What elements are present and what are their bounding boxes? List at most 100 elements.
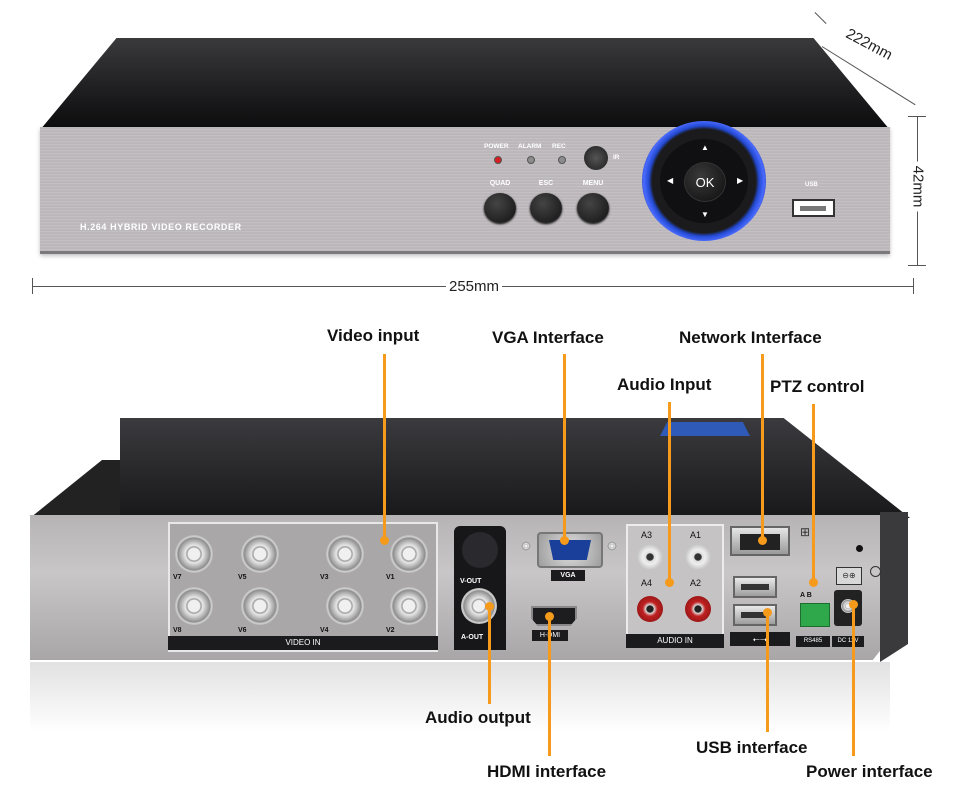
audio-label-a3: A3: [641, 530, 653, 540]
video-label-v7: V7: [173, 574, 182, 581]
callout-line-audio-output: [488, 606, 491, 704]
callout-dot-vga: [560, 536, 569, 545]
height-tick-top: [908, 116, 926, 117]
width-tick-left: [32, 278, 33, 294]
width-tick-right: [913, 278, 914, 294]
quad-button-label: QUAD: [489, 180, 511, 187]
callout-line-network: [761, 354, 764, 540]
callout-power-interface: Power interface: [806, 762, 933, 781]
depth-tick-start: [814, 11, 827, 25]
quad-button[interactable]: [484, 193, 516, 223]
callout-dot-audio-input: [665, 578, 674, 587]
bnc-connector-v6[interactable]: [241, 587, 279, 625]
video-label-v3: V3: [320, 574, 329, 581]
rec-led-icon: [558, 156, 566, 164]
arrow-right-icon[interactable]: ▶: [737, 176, 744, 185]
power-led-icon: [494, 156, 502, 164]
audio-label-a2: A2: [690, 578, 702, 588]
callout-dot-video-input: [380, 536, 389, 545]
bnc-connector-v1[interactable]: [390, 535, 428, 573]
callout-line-usb: [766, 612, 769, 732]
video-label-v5: V5: [238, 574, 247, 581]
bnc-connector-v8[interactable]: [175, 587, 213, 625]
indicator-rec-label: REC: [552, 143, 566, 150]
alarm-led-icon: [527, 156, 535, 164]
callout-dot-power: [849, 600, 858, 609]
a-out-label: A-OUT: [461, 634, 484, 641]
ground-symbol-icon: [870, 566, 881, 577]
height-dimension-text: 42mm: [909, 161, 927, 212]
back-dvr-top-cover: [120, 418, 910, 518]
rca-connector-a2[interactable]: [685, 596, 711, 622]
callout-hdmi-interface: HDMI interface: [487, 762, 607, 781]
bnc-connector-v2[interactable]: [390, 587, 428, 625]
indicator-power-label: POWER: [484, 143, 509, 150]
back-usb-port-1[interactable]: [733, 576, 777, 598]
audio-label-a4: A4: [641, 578, 653, 588]
arrow-up-icon[interactable]: ▲: [701, 143, 709, 152]
rca-connector-a1[interactable]: [685, 544, 711, 570]
rca-connector-a4[interactable]: [637, 596, 663, 622]
video-label-v6: V6: [238, 627, 247, 634]
esc-button[interactable]: [530, 193, 562, 223]
front-usb-label: USB: [805, 182, 818, 188]
usb-symbol-icon: ⭠⭢: [730, 632, 790, 646]
bnc-connector-v5[interactable]: [241, 535, 279, 573]
front-usb-port[interactable]: [792, 199, 835, 217]
v-out-connector[interactable]: [462, 532, 498, 568]
video-label-v1: V1: [386, 574, 395, 581]
hdmi-port[interactable]: [531, 606, 577, 626]
audio-input-panel: [626, 524, 724, 648]
esc-button-label: ESC: [538, 180, 554, 187]
vga-screw-right-icon: [607, 541, 617, 551]
back-blue-label: [660, 422, 750, 436]
callout-dot-hdmi: [545, 612, 554, 621]
ground-screw-icon: [856, 545, 863, 552]
callout-line-ptz: [812, 404, 815, 582]
video-label-v4: V4: [320, 627, 329, 634]
callout-dot-usb: [763, 608, 772, 617]
callout-line-power: [852, 604, 855, 756]
ptz-ab-label: A B: [800, 592, 812, 599]
callout-line-vga: [563, 354, 566, 540]
audio-label-a1: A1: [690, 530, 702, 540]
video-in-label: VIDEO IN: [168, 636, 438, 650]
arrow-down-icon[interactable]: ▼: [701, 210, 709, 219]
dc-polarity-icon: ⊖⊕: [836, 567, 862, 585]
bnc-connector-v4[interactable]: [326, 587, 364, 625]
ir-label: IR: [613, 154, 620, 161]
callout-dot-audio-output: [485, 602, 494, 611]
rca-connector-a3[interactable]: [637, 544, 663, 570]
menu-button[interactable]: [577, 193, 609, 223]
bnc-connector-v3[interactable]: [326, 535, 364, 573]
ok-button[interactable]: OK: [684, 162, 726, 202]
width-dimension-text: 255mm: [446, 278, 503, 295]
dc-12v-label: DC 12V: [832, 636, 864, 647]
back-side-panel: [880, 512, 908, 662]
rs485-label: RS485: [796, 636, 830, 647]
callout-audio-output: Audio output: [425, 708, 531, 727]
callout-line-audio-input: [668, 402, 671, 582]
v-out-label: V-OUT: [460, 578, 482, 585]
callout-line-hdmi: [548, 616, 551, 756]
vga-port-pins: [549, 540, 591, 560]
video-label-v8: V8: [173, 627, 182, 634]
callout-ptz-control: PTZ control: [770, 377, 865, 396]
floor-reflection: [30, 662, 890, 732]
ptz-terminal-block[interactable]: [800, 603, 830, 627]
callout-line-video-input: [383, 354, 386, 540]
callout-audio-input: Audio Input: [617, 375, 712, 394]
callout-dot-network: [758, 536, 767, 545]
video-label-v2: V2: [386, 627, 395, 634]
callout-usb-interface: USB interface: [696, 738, 808, 757]
callout-dot-ptz: [809, 578, 818, 587]
arrow-left-icon[interactable]: ◀: [667, 176, 674, 185]
ir-sensor-icon: [584, 146, 608, 170]
callout-vga-interface: VGA Interface: [492, 328, 604, 347]
bnc-connector-v7[interactable]: [175, 535, 213, 573]
vga-screw-left-icon: [521, 541, 531, 551]
vga-label: VGA: [551, 570, 585, 581]
depth-dimension-text: 222mm: [842, 25, 896, 64]
audio-in-label: AUDIO IN: [626, 634, 724, 648]
menu-button-label: MENU: [582, 180, 604, 187]
